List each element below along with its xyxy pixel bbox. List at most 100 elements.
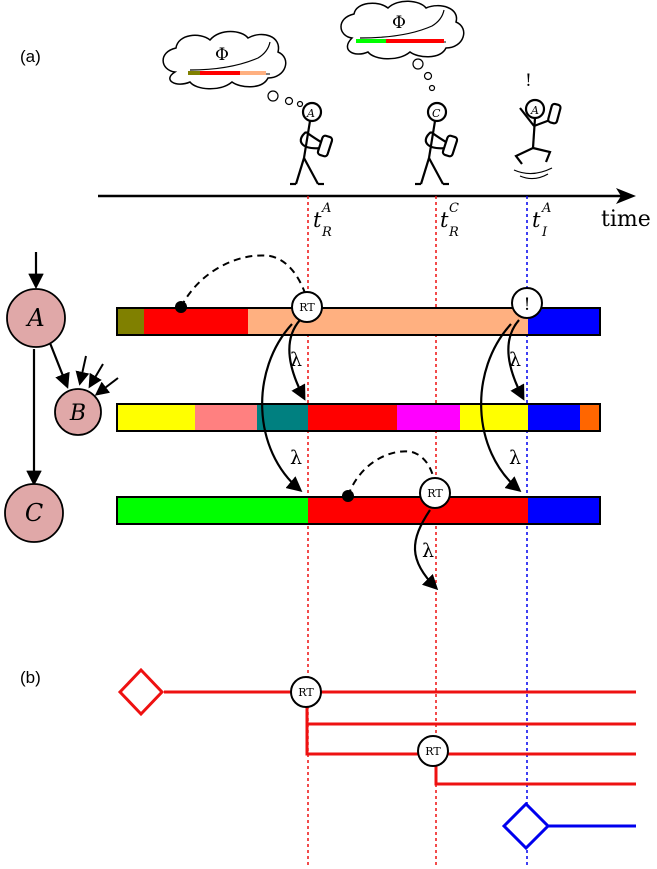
time-marker-tRA: t A R — [313, 201, 332, 240]
stick-figure-A — [290, 101, 334, 186]
dashed-arc-A — [180, 254, 306, 308]
edge-in-B-2 — [88, 363, 104, 389]
dashed-arc-C — [347, 450, 435, 497]
mini-bar-red — [200, 71, 240, 75]
phi-curve — [189, 41, 271, 71]
node-A — [6, 288, 66, 348]
rt-node-b2 — [417, 735, 449, 767]
origin-dot-A — [175, 301, 187, 313]
segment-blue — [528, 497, 600, 524]
segment-peach — [248, 308, 528, 335]
lambda-label: λ — [422, 540, 434, 562]
timeline-bar-C — [116, 496, 601, 525]
lambda-label: λ — [509, 349, 521, 371]
phone-icon — [547, 102, 562, 125]
origin-dot-C — [342, 490, 354, 502]
rt-label: RT — [427, 487, 443, 500]
marker-base: t — [313, 208, 322, 232]
stick-figure-A-jumping — [513, 98, 562, 180]
segment-orange — [580, 404, 600, 431]
rt-marker-A — [291, 291, 323, 323]
marker-base: t — [440, 208, 449, 232]
cascade-line-branch-3 — [434, 764, 636, 786]
edge-A-B — [48, 342, 70, 389]
lambda-label: λ — [290, 349, 302, 371]
rt-label: RT — [299, 301, 315, 314]
thought-cloud-1: Φ — [162, 30, 304, 108]
arrow-A-B-rt — [288, 319, 306, 401]
segment-green — [117, 497, 308, 524]
marker-sub: I — [541, 225, 548, 240]
mini-bar-olive — [188, 71, 200, 75]
segment-teal — [257, 404, 308, 431]
marker-base: t — [532, 208, 541, 232]
phi-curve — [359, 9, 445, 39]
phi-label: Φ — [392, 13, 406, 33]
exclaim-mark: ! — [525, 71, 532, 91]
rt-marker-C — [419, 477, 451, 509]
segment-red — [308, 404, 397, 431]
network-graph: A B C — [4, 252, 119, 543]
segment-olive — [117, 308, 144, 335]
node-A-label: A — [25, 304, 44, 332]
segment-blue — [528, 404, 580, 431]
cascade-line-branch-2 — [305, 724, 636, 756]
node-C — [4, 483, 64, 543]
marker-sup: C — [449, 201, 459, 216]
time-axis: time — [98, 188, 651, 232]
cascade-tree: RT RT — [117, 667, 636, 851]
arrow-A-C-int — [480, 323, 522, 492]
interrupt-marker-A — [511, 287, 543, 319]
marker-sup: A — [541, 201, 551, 216]
edge-in-B-1 — [75, 355, 90, 386]
figure-head-letter: C — [432, 107, 441, 120]
marker-sup: A — [321, 201, 331, 216]
arrow-C-out — [413, 509, 439, 591]
cascade-line-branch-1 — [305, 706, 636, 726]
stick-figure-C — [415, 101, 459, 186]
lambda-label: λ — [509, 447, 521, 469]
mini-bar-peach — [240, 71, 266, 75]
cascade-new-diamond — [501, 801, 551, 851]
segment-magenta — [397, 404, 460, 431]
segment-blue — [528, 308, 600, 335]
segment-yellow — [117, 404, 195, 431]
figure-head — [301, 101, 323, 123]
figure-head-letter: A — [306, 107, 315, 120]
mini-bar-green — [356, 39, 386, 43]
figure-head-letter: A — [530, 104, 539, 117]
interrupt-label: ! — [524, 295, 531, 315]
panel-a-label: (a) — [20, 47, 41, 66]
node-C-label: C — [25, 499, 43, 527]
marker-sub: R — [448, 225, 459, 240]
phone-icon — [441, 134, 459, 158]
node-B — [54, 388, 102, 436]
segment-salmon — [195, 404, 257, 431]
phone-icon — [316, 134, 334, 158]
time-axis-arrowhead — [616, 188, 636, 204]
timeline-bar-B — [116, 403, 601, 432]
rt-label: RT — [425, 745, 441, 758]
time-marker-tRC: t C R — [440, 201, 459, 240]
segment-red — [144, 308, 248, 335]
phi-label: Φ — [215, 45, 229, 65]
timeline-bar-A — [116, 307, 601, 336]
time-axis-label: time — [601, 207, 651, 232]
thought-cloud-2: Φ — [340, 0, 465, 92]
lambda-label: λ — [290, 447, 302, 469]
edge-in-B-3 — [94, 377, 119, 396]
marker-sub: R — [321, 225, 332, 240]
mini-bar-red — [386, 39, 444, 43]
rt-node-b1 — [290, 676, 322, 708]
cascade-root-diamond — [117, 667, 165, 717]
segment-yellow-2 — [460, 404, 528, 431]
time-marker-tIA: t A I — [532, 201, 551, 240]
node-B-label: B — [69, 401, 86, 426]
segment-red — [308, 497, 528, 524]
figure-head — [426, 101, 448, 123]
rt-label: RT — [298, 686, 314, 699]
arrow-A-C-rt — [261, 323, 303, 492]
arrow-A-B-int — [507, 319, 525, 401]
panel-b-label: (b) — [20, 668, 41, 687]
